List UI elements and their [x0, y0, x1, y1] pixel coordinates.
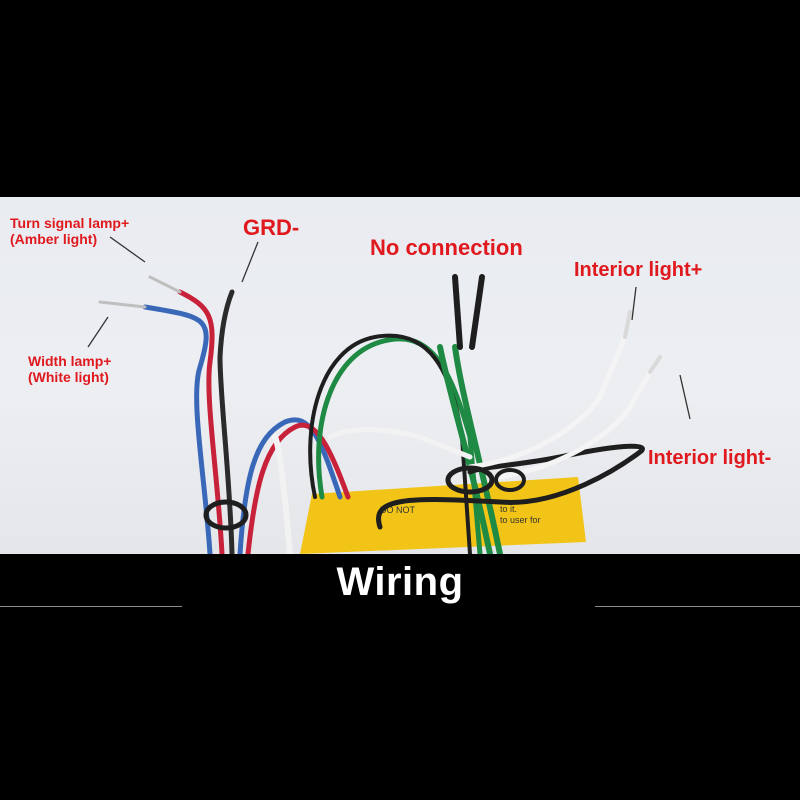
width-lamp-label-line1: Width lamp+: [28, 353, 112, 369]
wire-harness-illustration: DO NOT to it. to user for: [87, 236, 691, 554]
interior-light-plus-label: Interior light+: [574, 259, 703, 281]
wiring-photo: DO NOT to it. to user for: [0, 197, 800, 554]
caption-rule-left: [0, 606, 182, 607]
svg-text:to user for: to user for: [500, 515, 541, 525]
width-lamp-label-line2: (White light): [28, 369, 109, 386]
caption-title: Wiring: [336, 560, 464, 604]
turn-signal-label-line1: Turn signal lamp+: [10, 215, 130, 231]
warning-tag: DO NOT to it. to user for: [300, 477, 586, 554]
turn-signal-label-line2: (Amber light): [10, 231, 98, 248]
turn-signal-label: Turn signal lamp+ (Amber light): [10, 215, 129, 247]
svg-text:to it.: to it.: [500, 504, 517, 514]
caption-rule-right: [595, 606, 800, 607]
interior-light-minus-label: Interior light-: [648, 447, 772, 469]
width-lamp-label: Width lamp+ (White light): [28, 353, 112, 385]
no-connection-label: No connection: [370, 235, 523, 260]
callout-lines: [87, 236, 691, 420]
left-wire-bundle: [98, 275, 351, 554]
svg-text:DO NOT: DO NOT: [380, 505, 416, 515]
grd-label: GRD-: [243, 215, 300, 240]
center-wire-bundle: [308, 274, 662, 554]
